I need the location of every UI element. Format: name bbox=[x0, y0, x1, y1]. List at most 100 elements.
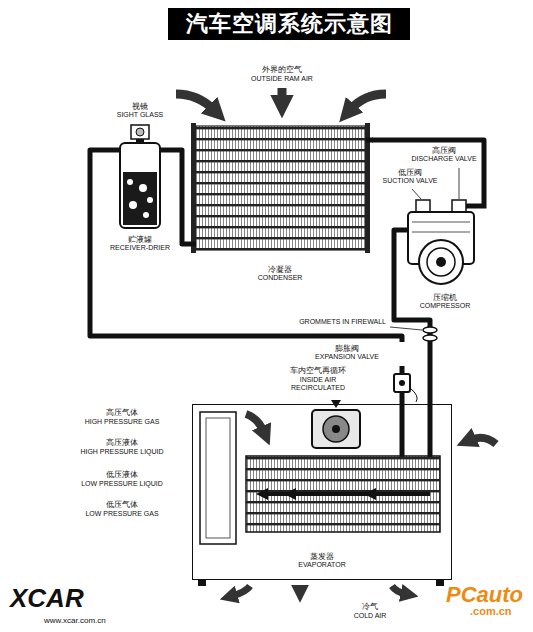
sight-glass-window bbox=[136, 128, 144, 136]
desiccant-bead bbox=[129, 201, 137, 209]
label-zh: 低压液体 bbox=[106, 470, 138, 479]
part-name-en: SIGHT GLASS bbox=[117, 111, 164, 119]
pipe-stub bbox=[188, 242, 196, 247]
grommet bbox=[423, 335, 437, 341]
expansion-valve bbox=[394, 374, 410, 392]
label-zh: 低压阀 bbox=[398, 168, 422, 177]
part-name-en: RECEIVER-DRIER bbox=[110, 244, 170, 252]
pipe-stub bbox=[428, 404, 433, 457]
blower-hub bbox=[332, 425, 340, 433]
part-name-en: CONDENSER bbox=[258, 274, 303, 282]
label-en: LOW PRESSURE LIQUID bbox=[81, 480, 163, 488]
pipe-stub bbox=[366, 138, 373, 143]
text-group: 膨胀阀EXPANSION VALVE bbox=[315, 344, 379, 361]
condenser-coil bbox=[188, 123, 373, 253]
watermark-logo: XCAR bbox=[10, 584, 84, 614]
refrigerant-pipe bbox=[400, 366, 405, 404]
text-group: 冷凝器CONDENSER bbox=[258, 265, 303, 282]
refrigerant-pipe bbox=[372, 140, 484, 196]
label-en: INSIDE AIR RECIRCULATED bbox=[283, 376, 353, 392]
leader-line bbox=[459, 168, 460, 199]
body-rib bbox=[412, 222, 470, 223]
coil-fins bbox=[195, 126, 366, 250]
air-arrow bbox=[350, 94, 386, 110]
air-door-inner bbox=[206, 418, 230, 538]
desiccant-bead bbox=[139, 184, 147, 192]
compressor-figure bbox=[400, 196, 484, 284]
part-name-en: EVAPORATOR bbox=[298, 561, 345, 569]
watermark-url: www.xcar.com.cn bbox=[44, 616, 106, 625]
part-name-zh: 蒸发器 bbox=[310, 552, 334, 561]
desiccant bbox=[123, 172, 157, 225]
evaporator-coil bbox=[246, 456, 440, 532]
refrigerant-pipe bbox=[394, 230, 430, 404]
housing-leg bbox=[198, 580, 206, 586]
outside-air-arrows bbox=[176, 88, 386, 110]
air-arrow bbox=[278, 88, 287, 102]
refrigerant-flow bbox=[290, 492, 300, 496]
label-zh: 外界的空气 bbox=[262, 65, 302, 74]
text-group: 蒸发器EVAPORATOR bbox=[298, 552, 345, 569]
text-group: 贮液罐RECEIVER-DRIER bbox=[110, 235, 170, 252]
pipe-stub bbox=[400, 404, 405, 457]
pipe-stub bbox=[159, 148, 176, 153]
clutch-center bbox=[436, 257, 446, 267]
watermark-logo: PCauto bbox=[446, 582, 523, 607]
text-group: 压缩机COMPRESSOR bbox=[420, 293, 471, 310]
refrigerant-flow bbox=[262, 492, 430, 496]
label-en: LOW PRESSURE GAS bbox=[85, 510, 158, 518]
label-en: HIGH PRESSURE LIQUID bbox=[80, 448, 163, 456]
compressor: 压缩机COMPRESSOR bbox=[400, 196, 490, 312]
label-zh: 冷气 bbox=[362, 602, 378, 611]
clutch-pulley bbox=[419, 240, 463, 284]
clutch-hub bbox=[427, 248, 455, 276]
condenser: 冷凝器CONDENSER bbox=[188, 122, 372, 284]
label-zh: 高压阀 bbox=[432, 146, 456, 155]
blower-wheel bbox=[323, 416, 349, 442]
desiccant-bead bbox=[127, 179, 133, 185]
coil-side-plate bbox=[191, 123, 196, 253]
label-en: COLD AIR bbox=[354, 612, 387, 620]
coil-tubes bbox=[195, 126, 366, 250]
air-arrow bbox=[232, 586, 250, 596]
label-en: DISCHARGE VALVE bbox=[411, 155, 476, 163]
label-zh: 高压液体 bbox=[106, 438, 138, 447]
label-en: GROMMETS IN FIREWALL bbox=[299, 318, 386, 326]
air-arrow bbox=[176, 94, 214, 110]
leader-line bbox=[390, 327, 422, 330]
text-group: 视镜SIGHT GLASS bbox=[117, 102, 164, 119]
air-arrow bbox=[297, 586, 304, 590]
watermark-url: .com.cn bbox=[470, 605, 512, 618]
label-zh: 高压气体 bbox=[106, 408, 138, 417]
part-name-en: COMPRESSOR bbox=[420, 302, 471, 310]
part-name-en: EXPANSION VALVE bbox=[315, 353, 379, 361]
refrigerant-pipe bbox=[90, 150, 402, 342]
part-name-zh: 贮液罐 bbox=[128, 235, 152, 244]
part-name-zh: 膨胀阀 bbox=[335, 344, 359, 353]
part-name-zh: 冷凝器 bbox=[268, 265, 292, 274]
diagram-title: 汽车空调系统示意图 bbox=[168, 8, 410, 40]
desiccant-bead bbox=[147, 197, 153, 203]
refrigerant-flow bbox=[370, 492, 380, 496]
drier-body bbox=[120, 143, 160, 228]
air-door bbox=[200, 412, 236, 544]
leader-line bbox=[412, 189, 421, 199]
receiver-drier-figure bbox=[104, 125, 176, 228]
evaporator: 蒸发器EVAPORATOR bbox=[192, 404, 452, 580]
label-zh: 车内空气再循环 bbox=[290, 366, 346, 375]
pipe-stub bbox=[466, 196, 484, 206]
expansion-valve: 膨胀阀EXPANSION VALVE bbox=[282, 342, 412, 366]
grommet bbox=[423, 327, 437, 333]
desiccant-bead bbox=[143, 212, 149, 218]
pipe-stub bbox=[400, 228, 409, 233]
housing-leg bbox=[436, 580, 444, 586]
air-arrow bbox=[470, 438, 496, 444]
coil-tubes bbox=[246, 456, 440, 532]
refrigerant-pipe bbox=[176, 150, 188, 244]
part-name-zh: 压缩机 bbox=[433, 293, 457, 302]
label-en: SUCTION VALVE bbox=[383, 177, 438, 185]
